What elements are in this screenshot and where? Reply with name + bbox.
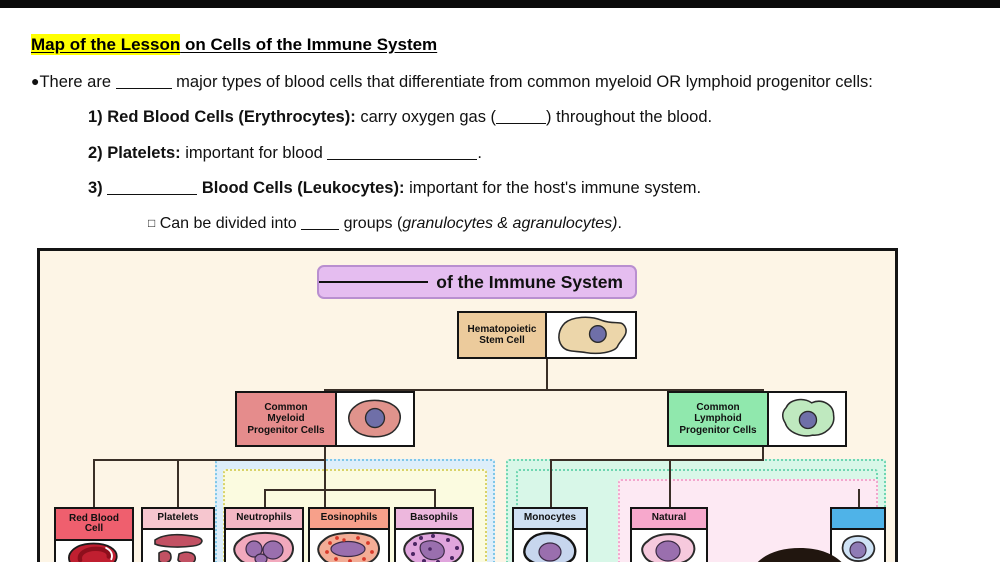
presenter-video-overlay: CLUTCH [660,536,895,562]
item3-text: important for the host's immune system. [404,179,702,197]
connector-to-granulocytes [324,459,326,507]
title-blank-line [319,281,429,283]
blank-line [327,159,478,160]
node-header: Natural [632,509,706,530]
list-item-2: 2) Platelets: important for blood . [88,143,482,164]
nk-illustration [632,530,706,562]
item2-text-a: important for blood [180,144,328,162]
item1-number: 1) [88,108,108,126]
node-header: Monocytes [514,509,586,530]
node-neutrophils[interactable]: Neutrophils [224,507,304,562]
sub-list-item: □ Can be divided into groups (granulocyt… [148,214,622,234]
item1-term: Red Blood Cells (Erythrocytes): [107,108,356,126]
item1-text-a: carry oxygen gas ( [355,108,497,126]
connector-myeloid-split [93,459,326,461]
connector-to-blue-node [858,489,860,507]
connector-stem-down [546,359,548,391]
connector-to-platelets [177,459,179,507]
title-highlight: Map of the Lesson [31,34,181,55]
sub-text-a: Can be divided into [155,215,302,232]
sub-text-italic: granulocytes & agranulocytes) [402,215,618,232]
node-eosinophils[interactable]: Eosinophils [308,507,390,562]
diagram-title-text: of the Immune System [436,271,623,292]
monocytes-illustration [514,530,586,562]
slide-text-area: Map of the Lesson on Cells of the Immune… [0,8,1000,246]
item2-text-b: . [477,144,482,162]
myeloid-cell-illustration [337,393,413,445]
blank-line [107,194,198,195]
node-monocytes[interactable]: Monocytes [512,507,588,562]
lymphoid-label-line1: Common [696,401,740,413]
blank-line [496,123,547,124]
connector-to-basophils [434,489,436,507]
node-header [832,509,884,530]
title-rest: on Cells of the Immune System [180,35,438,54]
stem-label-line2: Stem Cell [479,335,525,346]
diagram-title: of the Immune System [317,265,637,299]
top-black-bar [0,0,1000,8]
neutrophils-illustration [226,530,302,562]
connector-granulocyte-split [264,489,434,491]
basophils-illustration [396,530,472,562]
bullet-intro: ●There are major types of blood cells th… [31,72,873,93]
bullet-dot-icon: ● [31,73,40,89]
rbc-label-line2: Cell [84,523,104,534]
sub-text-c: . [617,215,622,232]
connector-lymphoid-down [762,447,764,461]
platelets-illustration [143,530,213,562]
sub-text-b: groups ( [339,215,403,232]
connector-stem-split [324,389,764,391]
connector-to-neutrophils [264,489,266,507]
lymphoid-label-line2: Lymphoid [694,413,742,425]
myeloid-label-line2: Myeloid [267,413,305,425]
bullet-intro-b: major types of blood cells that differen… [171,73,873,91]
item1-text-b: ) throughout the blood. [546,108,713,126]
stem-label-line1: Hematopoietic [467,323,537,335]
list-item-3: 3) Blood Cells (Leukocytes): important f… [88,178,701,199]
lymphoid-cell-illustration [769,393,845,445]
connector-lymphoid-split [550,459,762,461]
page-title: Map of the Lesson on Cells of the Immune… [31,34,438,55]
node-header: Neutrophils [226,509,302,530]
square-bullet-icon: □ [148,216,156,230]
bullet-intro-a: There are [39,73,116,91]
node-lymphocyte-blue[interactable] [830,507,886,562]
rbc-illustration [56,541,132,562]
list-item-1: 1) Red Blood Cells (Erythrocytes): carry… [88,107,712,128]
connector-to-rbc [93,459,95,507]
stem-cell-illustration [547,313,635,357]
connector-myeloid-down [324,447,326,461]
myeloid-label-line3: Progenitor Cells [247,424,325,436]
item3-number: 3) [88,179,108,197]
blue-cell-illustration [832,530,884,562]
blank-line [115,88,172,89]
rbc-label-line1: Red Blood [69,512,119,524]
node-header: Basophils [396,509,472,530]
connector-to-monocytes [550,459,552,507]
lymphoid-label-line3: Progenitor Cells [679,424,757,436]
eosinophils-illustration [310,530,388,562]
node-header: Eosinophils [310,509,388,530]
blank-line [301,229,340,230]
node-natural-killer-cell[interactable]: Natural [630,507,708,562]
myeloid-label-line1: Common [264,401,308,413]
node-platelets[interactable]: Platelets [141,507,215,562]
node-header: Platelets [143,509,213,530]
connector-to-nk [669,459,671,507]
item2-term: Platelets: [107,144,181,162]
node-basophils[interactable]: Basophils [394,507,474,562]
item2-number: 2) [88,144,108,162]
item3-term: Blood Cells (Leukocytes): [201,179,405,197]
